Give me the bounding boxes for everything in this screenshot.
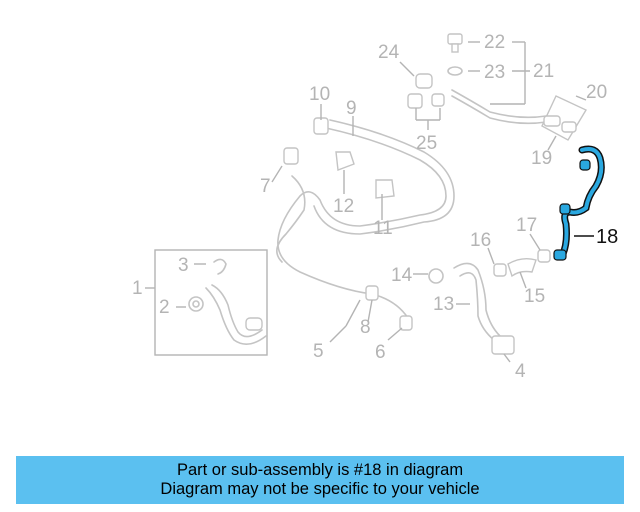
callout-8: 8: [360, 317, 371, 338]
callout-14: 14: [391, 265, 413, 286]
leader-lines: [145, 41, 594, 363]
callout-3: 3: [178, 255, 189, 276]
coolant-hose-18: [553, 145, 605, 261]
hose-long: [276, 119, 455, 319]
thermostat-4: [491, 335, 515, 355]
callout-15: 15: [524, 286, 545, 307]
callout-12: 12: [333, 196, 354, 217]
pipe-13: [453, 262, 501, 341]
callout-22: 22: [484, 32, 505, 53]
callout-5: 5: [313, 341, 324, 362]
callout-16: 16: [470, 230, 491, 251]
clamp-8: [365, 285, 379, 301]
callout-1: 1: [132, 278, 143, 299]
callout-6: 6: [375, 342, 386, 363]
clamp-6: [399, 315, 413, 331]
o-ring-2: [188, 296, 204, 312]
clamp-16: [493, 263, 507, 277]
hose-19-20: [541, 95, 587, 141]
callout-7: 7: [260, 176, 271, 197]
banner-line-1: Part or sub-assembly is #18 in diagram: [176, 461, 464, 479]
group-box-1: [154, 249, 268, 356]
callout-13: 13: [433, 294, 454, 315]
callout-17: 17: [516, 215, 537, 236]
callout-4: 4: [515, 361, 526, 382]
coolant-pipe-1: [205, 284, 267, 345]
parts-diagram: 1 2 3 4 5 6 7 8 9 10 11 12 13 14 15 16 1…: [132, 32, 618, 382]
callout-23: 23: [484, 62, 505, 83]
banner-line-2: Diagram may not be specific to your vehi…: [160, 480, 480, 498]
callout-21: 21: [533, 61, 554, 82]
bracket-12: [335, 151, 355, 171]
hose-15: [507, 257, 537, 278]
o-ring-14: [428, 268, 444, 284]
hose-21: [451, 89, 547, 125]
connector-25: [407, 93, 445, 109]
callout-labels: 1 2 3 4 5 6 7 8 9 10 11 12 13 14 15 16 1…: [132, 32, 618, 382]
callout-19: 19: [531, 148, 552, 169]
clamp-17: [537, 249, 551, 263]
callout-9: 9: [346, 98, 357, 119]
clamp-7: [283, 147, 299, 165]
callout-11: 11: [373, 218, 393, 239]
connector-24: [415, 73, 433, 89]
clamp-10: [313, 117, 329, 135]
callout-25: 25: [416, 133, 437, 154]
o-ring-23: [447, 66, 463, 76]
info-banner: Part or sub-assembly is #18 in diagram D…: [16, 456, 624, 504]
callout-2: 2: [159, 297, 170, 318]
callout-18: 18: [596, 226, 618, 248]
callout-10: 10: [309, 84, 330, 105]
clip-3: [213, 258, 227, 275]
callout-24: 24: [378, 42, 400, 63]
bolt-22: [447, 33, 463, 53]
valve-11: [375, 179, 395, 199]
callout-20: 20: [586, 82, 607, 103]
